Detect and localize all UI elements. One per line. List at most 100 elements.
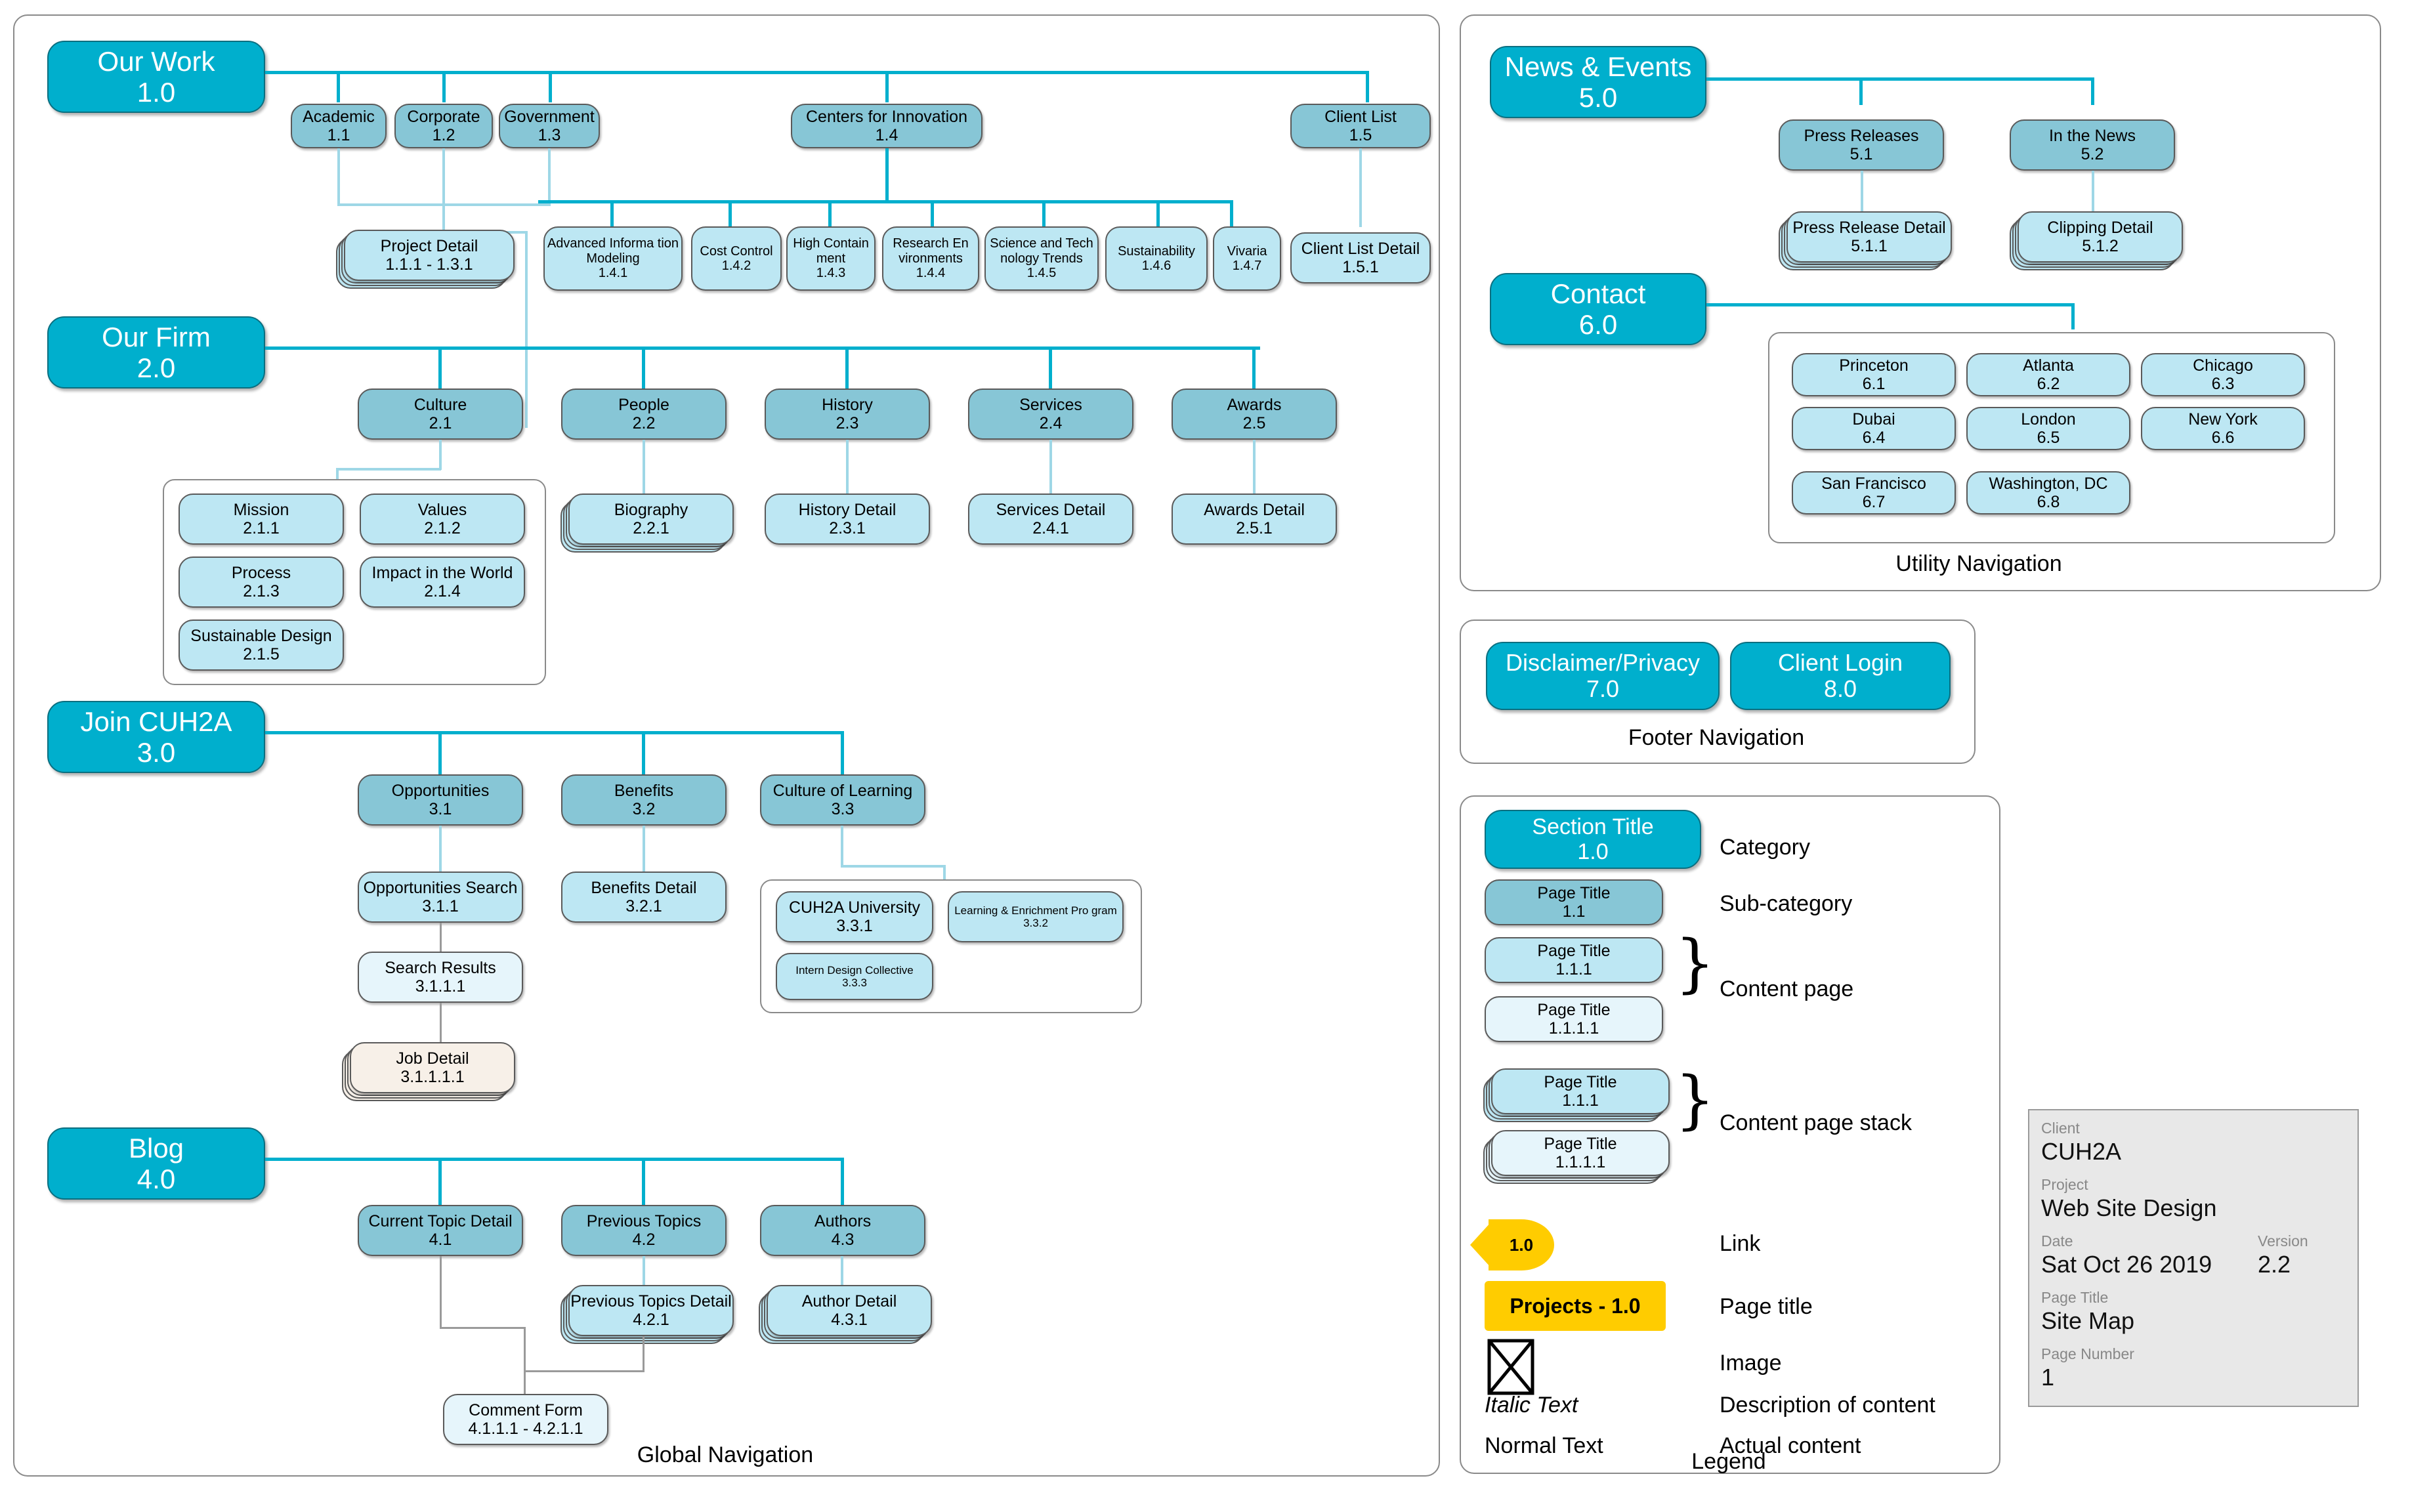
connector-corporate-down [442,148,445,231]
node-office-london[interactable]: London 6.5 [1966,407,2130,450]
node-press-releases[interactable]: Press Releases 5.1 [1779,119,1944,171]
legend-page-title-value: Projects - 1.0 [1510,1293,1641,1318]
node-centers-for-innovation[interactable]: Centers for Innovation 1.4 [791,104,983,148]
node-number: 1.1.1.1 [1555,1153,1606,1171]
node-cuh2a-university[interactable]: CUH2A University 3.3.1 [776,891,933,942]
node-client-list-detail[interactable]: Client List Detail 1.5.1 [1290,232,1431,284]
title-block: Client CUH2A Project Web Site Design Dat… [2028,1109,2359,1407]
node-title: Values [417,501,467,519]
connector-benefits-down [643,826,645,898]
node-number: 4.1.1.1 - 4.2.1.1 [468,1419,583,1438]
node-author-detail[interactable]: Author Detail 4.3.1 [767,1285,932,1336]
node-corporate[interactable]: Corporate 1.2 [394,104,493,148]
legend-node-stack-a: Page Title 1.1.1 [1483,1068,1670,1122]
node-government[interactable]: Government 1.3 [499,104,600,148]
node-mission[interactable]: Mission 2.1.1 [179,494,344,545]
node-author-detail-stack[interactable]: Author Detail 4.3.1 [759,1285,932,1344]
node-our-work[interactable]: Our Work 1.0 [47,41,265,113]
connector-comment-h2 [524,1370,645,1372]
node-search-results[interactable]: Search Results 3.1.1.1 [358,952,523,1003]
node-academic[interactable]: Academic 1.1 [291,104,387,148]
node-title: Awards [1227,396,1282,414]
node-clipping-detail-stack[interactable]: Clipping Detail 5.1.2 [2010,211,2183,270]
legend-label-link: Link [1720,1231,1761,1256]
node-comment-form[interactable]: Comment Form 4.1.1.1 - 4.2.1.1 [443,1394,608,1445]
node-services-detail[interactable]: Services Detail 2.4.1 [968,494,1133,545]
node-advanced-information-modeling[interactable]: Advanced Informa tion Modeling 1.4.1 [543,226,683,291]
node-project-detail-stack[interactable]: Project Detail 1.1.1 - 1.3.1 [336,230,515,289]
node-values[interactable]: Values 2.1.2 [360,494,525,545]
node-number: 6.7 [1862,493,1886,511]
node-disclaimer-privacy[interactable]: Disclaimer/Privacy 7.0 [1486,642,1720,710]
connector-drop-2-1 [438,346,442,388]
node-science-and-technology-trends[interactable]: Science and Tech nology Trends 1.4.5 [984,226,1099,291]
node-cost-control[interactable]: Cost Control 1.4.2 [691,226,782,291]
node-culture[interactable]: Culture 2.1 [358,388,523,440]
node-vivaria[interactable]: Vivaria 1.4.7 [1213,226,1281,291]
node-culture-of-learning[interactable]: Culture of Learning 3.3 [760,774,925,826]
node-number: 3.1.1 [422,897,459,915]
node-learning-enrichment-program[interactable]: Learning & Enrichment Pro gram 3.3.2 [948,891,1124,942]
node-office-atlanta[interactable]: Atlanta 6.2 [1966,353,2130,396]
node-history[interactable]: History 2.3 [765,388,930,440]
node-impact-in-the-world[interactable]: Impact in the World 2.1.4 [360,556,525,608]
node-office-dubai[interactable]: Dubai 6.4 [1792,407,1956,450]
node-history-detail[interactable]: History Detail 2.3.1 [765,494,930,545]
node-title: Authors [814,1212,872,1230]
node-people[interactable]: People 2.2 [561,388,727,440]
node-current-topic-detail[interactable]: Current Topic Detail 4.1 [358,1205,523,1256]
panel-legend-caption: Legend [1691,1449,1766,1474]
node-press-release-detail[interactable]: Press Release Detail 5.1.1 [1786,211,1952,262]
node-title: Page Title [1537,942,1611,960]
node-awards-detail[interactable]: Awards Detail 2.5.1 [1172,494,1337,545]
connector-press-down [1861,171,1863,223]
node-previous-topics-detail-stack[interactable]: Previous Topics Detail 4.2.1 [560,1285,734,1344]
node-biography[interactable]: Biography 2.2.1 [568,494,734,545]
node-biography-stack[interactable]: Biography 2.2.1 [560,494,734,553]
node-number: 4.3 [831,1230,855,1249]
node-project-detail[interactable]: Project Detail 1.1.1 - 1.3.1 [344,230,515,281]
node-job-detail-stack[interactable]: Job Detail 3.1.1.1.1 [342,1042,515,1101]
node-number: 1.0 [137,77,176,108]
node-in-the-news[interactable]: In the News 5.2 [2010,119,2175,171]
node-our-firm[interactable]: Our Firm 2.0 [47,316,265,388]
connector-news-trunk [1706,77,2094,81]
node-high-containment[interactable]: High Contain ment 1.4.3 [786,226,876,291]
node-opportunities-search[interactable]: Opportunities Search 3.1.1 [358,872,523,923]
node-research-environments[interactable]: Research En vironments 1.4.4 [882,226,979,291]
node-office-new-york[interactable]: New York 6.6 [2141,407,2305,450]
node-press-release-detail-stack[interactable]: Press Release Detail 5.1.1 [1779,211,1952,270]
node-authors[interactable]: Authors 4.3 [760,1205,925,1256]
node-office-san-francisco[interactable]: San Francisco 6.7 [1792,471,1956,514]
title-block-project-label: Project [2041,1176,2088,1193]
node-title: Cost Control [700,243,773,259]
node-blog[interactable]: Blog 4.0 [47,1127,265,1200]
node-benefits[interactable]: Benefits 3.2 [561,774,727,826]
node-intern-design-collective[interactable]: Intern Design Collective 3.3.3 [776,953,933,1000]
node-process[interactable]: Process 2.1.3 [179,556,344,608]
connector-comment-v1 [524,1327,526,1373]
node-job-detail[interactable]: Job Detail 3.1.1.1.1 [350,1042,515,1093]
node-previous-topics[interactable]: Previous Topics 4.2 [561,1205,727,1256]
node-title: Author Detail [801,1292,897,1311]
node-sustainable-design[interactable]: Sustainable Design 2.1.5 [179,620,344,671]
node-services[interactable]: Services 2.4 [968,388,1133,440]
node-office-chicago[interactable]: Chicago 6.3 [2141,353,2305,396]
node-news-and-events[interactable]: News & Events 5.0 [1490,46,1706,118]
node-benefits-detail[interactable]: Benefits Detail 3.2.1 [561,872,727,923]
node-previous-topics-detail[interactable]: Previous Topics Detail 4.2.1 [568,1285,734,1336]
node-office-washington-dc[interactable]: Washington, DC 6.8 [1966,471,2130,514]
node-join-cuh2a[interactable]: Join CUH2A 3.0 [47,701,265,773]
node-office-princeton[interactable]: Princeton 6.1 [1792,353,1956,396]
node-contact[interactable]: Contact 6.0 [1490,273,1706,345]
title-block-page-number-value: 1 [2041,1364,2055,1391]
node-awards[interactable]: Awards 2.5 [1172,388,1337,440]
node-client-login[interactable]: Client Login 8.0 [1730,642,1951,710]
node-client-list[interactable]: Client List 1.5 [1290,104,1431,148]
node-opportunities[interactable]: Opportunities 3.1 [358,774,523,826]
node-sustainability[interactable]: Sustainability 1.4.6 [1105,226,1208,291]
connector-drop-1-2 [442,71,446,102]
node-clipping-detail[interactable]: Clipping Detail 5.1.2 [2018,211,2183,262]
legend-label-category: Category [1720,835,1810,860]
connector-learning-down [841,826,843,868]
